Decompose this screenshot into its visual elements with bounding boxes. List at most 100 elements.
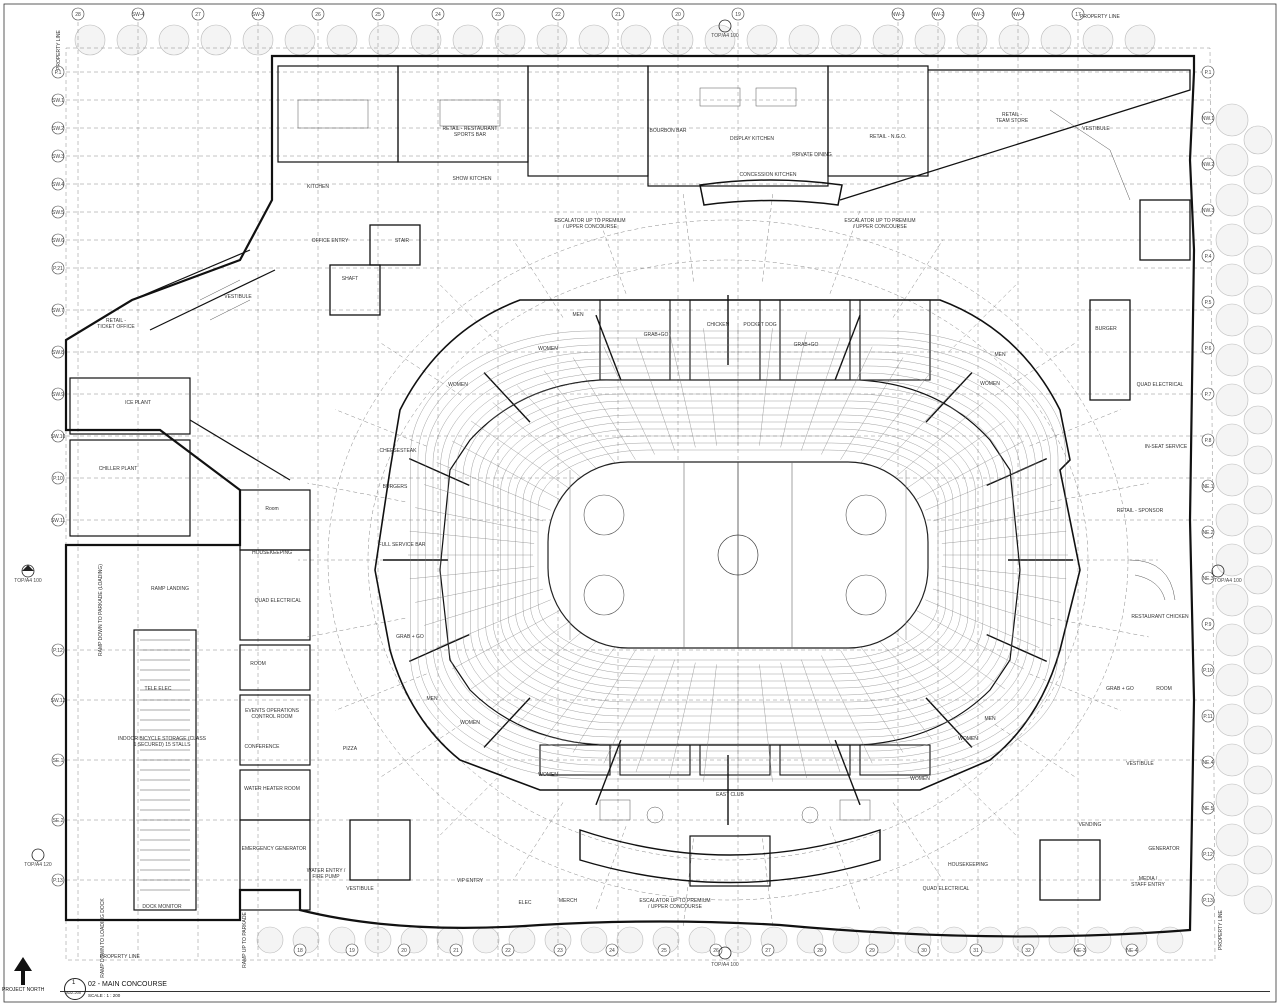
drawing-scale: SCALE : 1 : 200: [88, 993, 121, 998]
grid-bottom-label: 31: [973, 948, 979, 954]
room-label-vending: VENDING: [1079, 822, 1102, 828]
room-label-shaft: SHAFT: [342, 276, 358, 282]
aisle-line: [409, 566, 535, 580]
concession-ring: [374, 299, 1081, 791]
tree-icon: [1215, 303, 1249, 337]
grid-top-bubble: [551, 7, 565, 21]
grid-top-label: SW-3: [252, 12, 265, 18]
room-label-women: WOMEN: [980, 381, 1000, 387]
room-label-burger-e: BURGER: [1095, 326, 1117, 332]
room-label-ramp-w: RAMP DOWN TO PARKADE (LOADING): [98, 564, 104, 656]
room-label-quad-electrical-w: QUAD ELECTRICAL: [255, 598, 302, 604]
grid-bottom-bubble: [449, 943, 463, 957]
grid-bottom-bubble: [397, 943, 411, 957]
grid-left-bubble: [51, 121, 65, 135]
aisle-line: [759, 664, 773, 782]
room-label-vestibule-sw: VESTIBULE: [346, 886, 374, 892]
aisle-line: [858, 643, 933, 740]
aisle-line: [941, 530, 1067, 544]
grid-top-label: 26: [315, 12, 321, 18]
aisle-line: [669, 331, 696, 448]
grid-top-bubble: [1011, 7, 1025, 21]
radial-grid-line: [594, 208, 627, 294]
grid-top-bubble: [431, 7, 445, 21]
grid-right-bubble: [1201, 479, 1215, 493]
grid-bottom-label: 23: [557, 948, 563, 954]
room-label-chiller-plant: CHILLER PLANT: [99, 466, 138, 472]
grid-top-label: NW-2: [932, 12, 945, 18]
tree-icon: [1084, 926, 1112, 954]
north-label: PROJECT NORTH: [2, 987, 45, 993]
room-label-grab-go-n2: GRAB+GO: [794, 342, 819, 348]
radial-grid-line: [948, 284, 1016, 353]
grid-right-bubble: [1201, 203, 1215, 217]
tree-icon: [1215, 703, 1249, 737]
south-club: [579, 799, 881, 887]
ref-e-label: TOP/A4 100: [1214, 578, 1242, 584]
tree-icon: [1040, 24, 1072, 56]
grid-top-bubble: [251, 7, 265, 21]
room-label-esc-n2: ESCALATOR UP TO PREMIUM/ UPPER CONCOURSE: [844, 218, 915, 230]
room-label-in-seat-service: IN-SEAT SERVICE: [1145, 444, 1188, 450]
property-line-left-label: PROPERTY LINE: [56, 30, 62, 70]
aisle-line: [890, 628, 984, 708]
tree-icon: [1243, 645, 1273, 675]
room-label-housekeeping-s: HOUSEKEEPING: [948, 862, 988, 868]
aisle-line: [890, 402, 984, 482]
room-label-kitchen: KITCHEN: [307, 184, 329, 190]
tree-icon: [914, 24, 946, 56]
aisle-line: [470, 420, 573, 491]
grid-left-label: SW.4: [52, 182, 64, 188]
room-label-ramp-s: RAMP UP TO PARKADE: [242, 912, 248, 968]
room-label-men: MEN: [984, 716, 996, 722]
grid-bottom-label: 24: [609, 948, 615, 954]
tree-icon: [1243, 845, 1273, 875]
tree-icon: [116, 24, 148, 56]
aisle-line: [603, 655, 655, 764]
grid-bottom-label: NE-4: [1126, 948, 1138, 954]
radial-grid-line: [512, 239, 564, 318]
room-label-pocket-dog: POCKET DOG: [743, 322, 776, 328]
grid-bottom-label: 30: [921, 948, 927, 954]
grid-bottom-bubble: [345, 943, 359, 957]
tree-icon: [956, 24, 988, 56]
grid-bottom-label: 19: [349, 948, 355, 954]
room-label-men: MEN: [426, 696, 438, 702]
tree-icon: [1215, 583, 1249, 617]
grid-bottom-bubble: [813, 943, 827, 957]
concession-divider: [834, 314, 861, 381]
room-label-women: WOMEN: [538, 772, 558, 778]
room-label-pizza: PIZZA: [343, 746, 358, 752]
radial-grid-line: [892, 239, 944, 318]
room-label-grab-go-w: GRAB + GO: [396, 634, 424, 640]
tree-icon: [1156, 926, 1184, 954]
grid-right-bubble: [1201, 893, 1215, 907]
grid-left-label: SW.10: [51, 434, 66, 440]
aisle-line: [840, 650, 904, 753]
tree-icon: [580, 926, 608, 954]
tree-icon: [1243, 125, 1273, 155]
grid-right-label: P.10: [1203, 668, 1213, 674]
tree-icon: [1243, 405, 1273, 435]
radial-grid-line: [594, 826, 627, 912]
grid-left-bubble: [51, 513, 65, 527]
seat-row: [537, 449, 939, 661]
aisle-line: [415, 507, 538, 533]
aisle-line: [932, 588, 1052, 626]
grid-bottom-bubble: [1125, 943, 1139, 957]
room-label-retail-sponsor: RETAIL - SPONSOR: [1117, 508, 1164, 514]
room-label-room: Room: [265, 506, 278, 512]
room-label-ice-plant: ICE PLANT: [125, 400, 151, 406]
radial-grid-line: [440, 284, 508, 353]
grid-left-label: SW.9: [52, 392, 64, 398]
room-label-room-2: ROOM: [250, 661, 266, 667]
aisle-line: [635, 338, 675, 451]
grid-top-bubble: [131, 7, 145, 21]
grid-bottom-label: 20: [401, 948, 407, 954]
tree-icon: [688, 926, 716, 954]
grid-right-bubble: [1201, 387, 1215, 401]
room-label-men: MEN: [572, 312, 584, 318]
grid-right-label: P.5: [1205, 300, 1212, 306]
aisle-line: [543, 643, 618, 740]
grid-top-label: 23: [495, 12, 501, 18]
